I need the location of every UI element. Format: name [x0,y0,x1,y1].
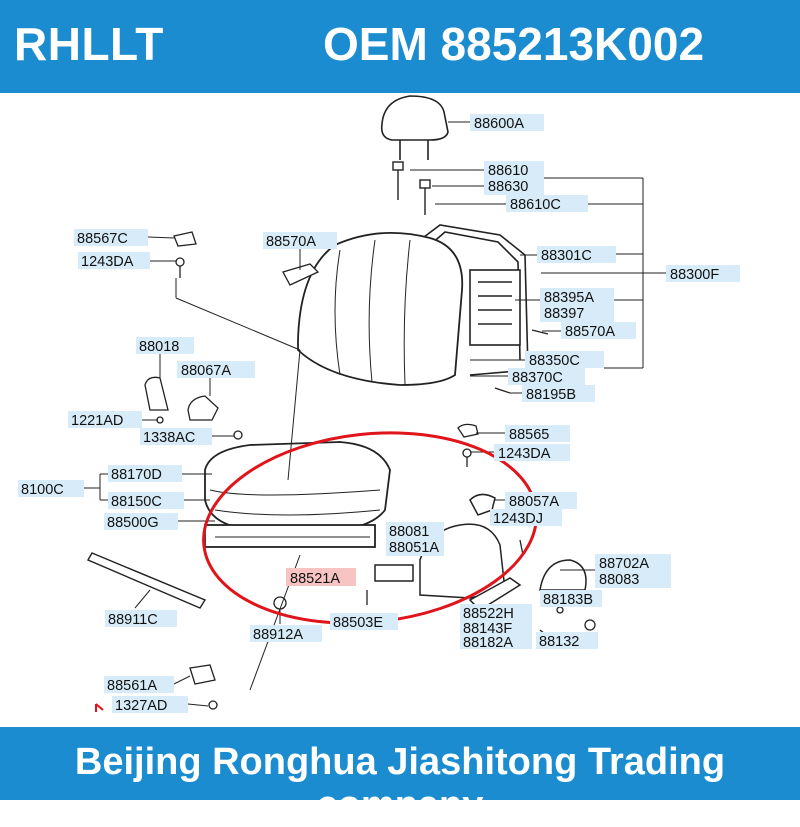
label-88561A: 88561A [107,678,157,694]
seat-diagram: 88600A 88610 88630 88610C 88567C 1243DA … [18,95,740,714]
fasteners [144,231,596,710]
headrest [380,95,449,160]
label-88500G: 88500G [107,515,159,531]
label-88911C: 88911C [108,612,158,628]
label-88301C: 88301C [541,248,592,264]
label-88600A: 88600A [474,116,524,132]
oem-number: OEM 885213K002 [323,18,705,70]
label-88610: 88610 [488,163,528,179]
label-1243DA-top: 1243DA [81,254,134,270]
label-88567C: 88567C [77,231,128,247]
label-88397: 88397 [544,306,584,322]
part-labels: 88600A 88610 88630 88610C 88567C 1243DA … [21,116,719,714]
label-88143F: 88143F [463,621,512,637]
headrest-guides [392,161,431,215]
label-88912A: 88912A [253,627,303,643]
seat-cushion [204,441,391,548]
label-88150C: 88150C [111,494,162,510]
label-88170D: 88170D [111,467,162,483]
label-8100C: 8100C [21,482,64,498]
part-label-boxes [18,114,740,713]
label-88610C: 88610C [510,197,561,213]
label-1243DJ: 1243DJ [493,511,543,527]
label-88182A: 88182A [463,635,513,651]
highlighted-part-box [286,568,356,586]
label-88565: 88565 [509,427,549,443]
label-88083: 88083 [599,572,639,588]
top-banner: RHLLT OEM 885213K002 [0,0,800,93]
red-arrow-mark [95,703,104,712]
label-88018: 88018 [139,339,179,355]
label-88051A: 88051A [389,540,439,556]
label-88195B: 88195B [526,387,576,403]
label-88570A-right: 88570A [565,324,615,340]
label-88521A: 88521A [290,571,340,587]
label-88183B: 88183B [543,592,593,608]
label-88395A: 88395A [544,290,594,306]
label-88503E: 88503E [333,615,383,631]
label-88057A: 88057A [509,494,559,510]
label-88300F: 88300F [670,267,719,283]
leader-lines [84,121,666,707]
label-88702A: 88702A [599,556,649,572]
bottom-banner: Beijing Ronghua Jiashitong Trading compa… [0,727,800,826]
label-88350C: 88350C [529,353,580,369]
label-88081: 88081 [389,524,429,540]
company-name: Beijing Ronghua Jiashitong Trading compa… [74,741,726,826]
label-88370C: 88370C [512,370,563,386]
brand-name: RHLLT [14,18,164,70]
seat-back-frame [419,224,529,376]
label-1327AD: 1327AD [115,698,167,714]
label-1338AC: 1338AC [143,430,195,446]
label-1243DA-mid: 1243DA [498,446,551,462]
label-1221AD: 1221AD [71,413,123,429]
label-88522H: 88522H [463,606,514,622]
label-88630: 88630 [488,179,528,195]
seat-back-cushion [297,231,464,386]
catalog-page: { "header": { "brand": "RHLLT", "oem": "… [0,0,800,800]
trim-strip [87,552,207,609]
label-88132: 88132 [539,634,579,650]
label-88570A-left: 88570A [266,234,316,250]
label-88067A: 88067A [181,363,231,379]
